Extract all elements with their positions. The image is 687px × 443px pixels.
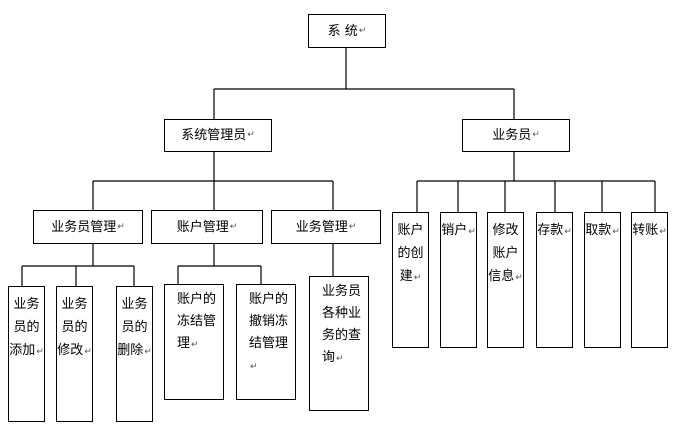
account-edit-node: 修改账户信息↵	[487, 212, 524, 348]
paragraph-mark-icon: ↵	[250, 362, 258, 372]
clerk-label: 业务员	[492, 128, 532, 143]
paragraph-mark-icon: ↵	[84, 347, 92, 357]
withdraw-label: 取款	[585, 223, 612, 238]
paragraph-mark-icon: ↵	[229, 221, 238, 232]
clerk-modify-node: 业务员的修改↵	[56, 286, 93, 422]
business-management-node: 业务管理↵	[271, 210, 381, 244]
paragraph-mark-icon: ↵	[659, 227, 667, 237]
root-label: 系 统	[327, 23, 358, 39]
account-management-node: 账户管理↵	[151, 210, 263, 244]
business-management-label: 业务管理	[295, 219, 348, 235]
account-unfreeze-label: 账户的撤销冻结管理	[249, 292, 289, 351]
paragraph-mark-icon: ↵	[515, 273, 523, 283]
clerk-modify-label: 业务员的修改	[57, 297, 88, 358]
account-management-label: 账户管理	[176, 219, 229, 235]
paragraph-mark-icon: ↵	[413, 273, 422, 283]
account-unfreeze-node: 账户的撤销冻结管理 ↵	[236, 284, 296, 400]
transfer-node: 转账↵	[631, 212, 668, 348]
paragraph-mark-icon: ↵	[247, 130, 255, 140]
business-query-label: 业务员各种业务的查询	[322, 284, 362, 365]
paragraph-mark-icon: ↵	[468, 227, 476, 237]
paragraph-mark-icon: ↵	[532, 130, 540, 140]
deposit-node: 存款↵	[536, 212, 573, 348]
paragraph-mark-icon: ↵	[348, 221, 357, 232]
account-edit-label: 修改账户信息	[488, 223, 519, 284]
transfer-label: 转账	[632, 223, 659, 238]
root-node: 系 统↵	[308, 14, 386, 48]
account-close-node: 销户↵	[440, 212, 477, 348]
clerk-management-node: 业务员管理↵	[33, 210, 143, 244]
paragraph-mark-icon: ↵	[191, 340, 199, 350]
clerk-delete-node: 业务员的删除↵	[116, 286, 153, 422]
account-close-label: 销户	[441, 223, 468, 238]
withdraw-node: 取款↵	[584, 212, 621, 348]
clerk-delete-label: 业务员的删除	[117, 297, 148, 358]
paragraph-mark-icon: ↵	[36, 347, 44, 357]
paragraph-mark-icon: ↵	[564, 227, 572, 237]
clerk-add-label: 业务员的添加	[9, 297, 40, 358]
account-freeze-node: 账户的冻结管理↵	[164, 284, 224, 400]
admin-label: 系统管理员	[181, 128, 247, 143]
paragraph-mark-icon: ↵	[358, 25, 367, 36]
account-create-node: 账户的创建↵	[392, 212, 429, 348]
paragraph-mark-icon: ↵	[144, 347, 152, 357]
clerk-management-label: 业务员管理	[51, 219, 117, 235]
paragraph-mark-icon: ↵	[336, 354, 344, 364]
paragraph-mark-icon: ↵	[117, 221, 125, 232]
deposit-label: 存款	[537, 223, 564, 238]
admin-node: 系统管理员↵	[164, 119, 272, 152]
clerk-node: 业务员↵	[462, 119, 570, 152]
account-create-label: 账户的创建	[397, 223, 424, 284]
paragraph-mark-icon: ↵	[612, 227, 620, 237]
business-query-node: 业务员各种业务的查询↵	[309, 276, 369, 411]
account-freeze-label: 账户的冻结管理	[177, 292, 217, 351]
clerk-add-node: 业务员的添加↵	[8, 286, 45, 422]
